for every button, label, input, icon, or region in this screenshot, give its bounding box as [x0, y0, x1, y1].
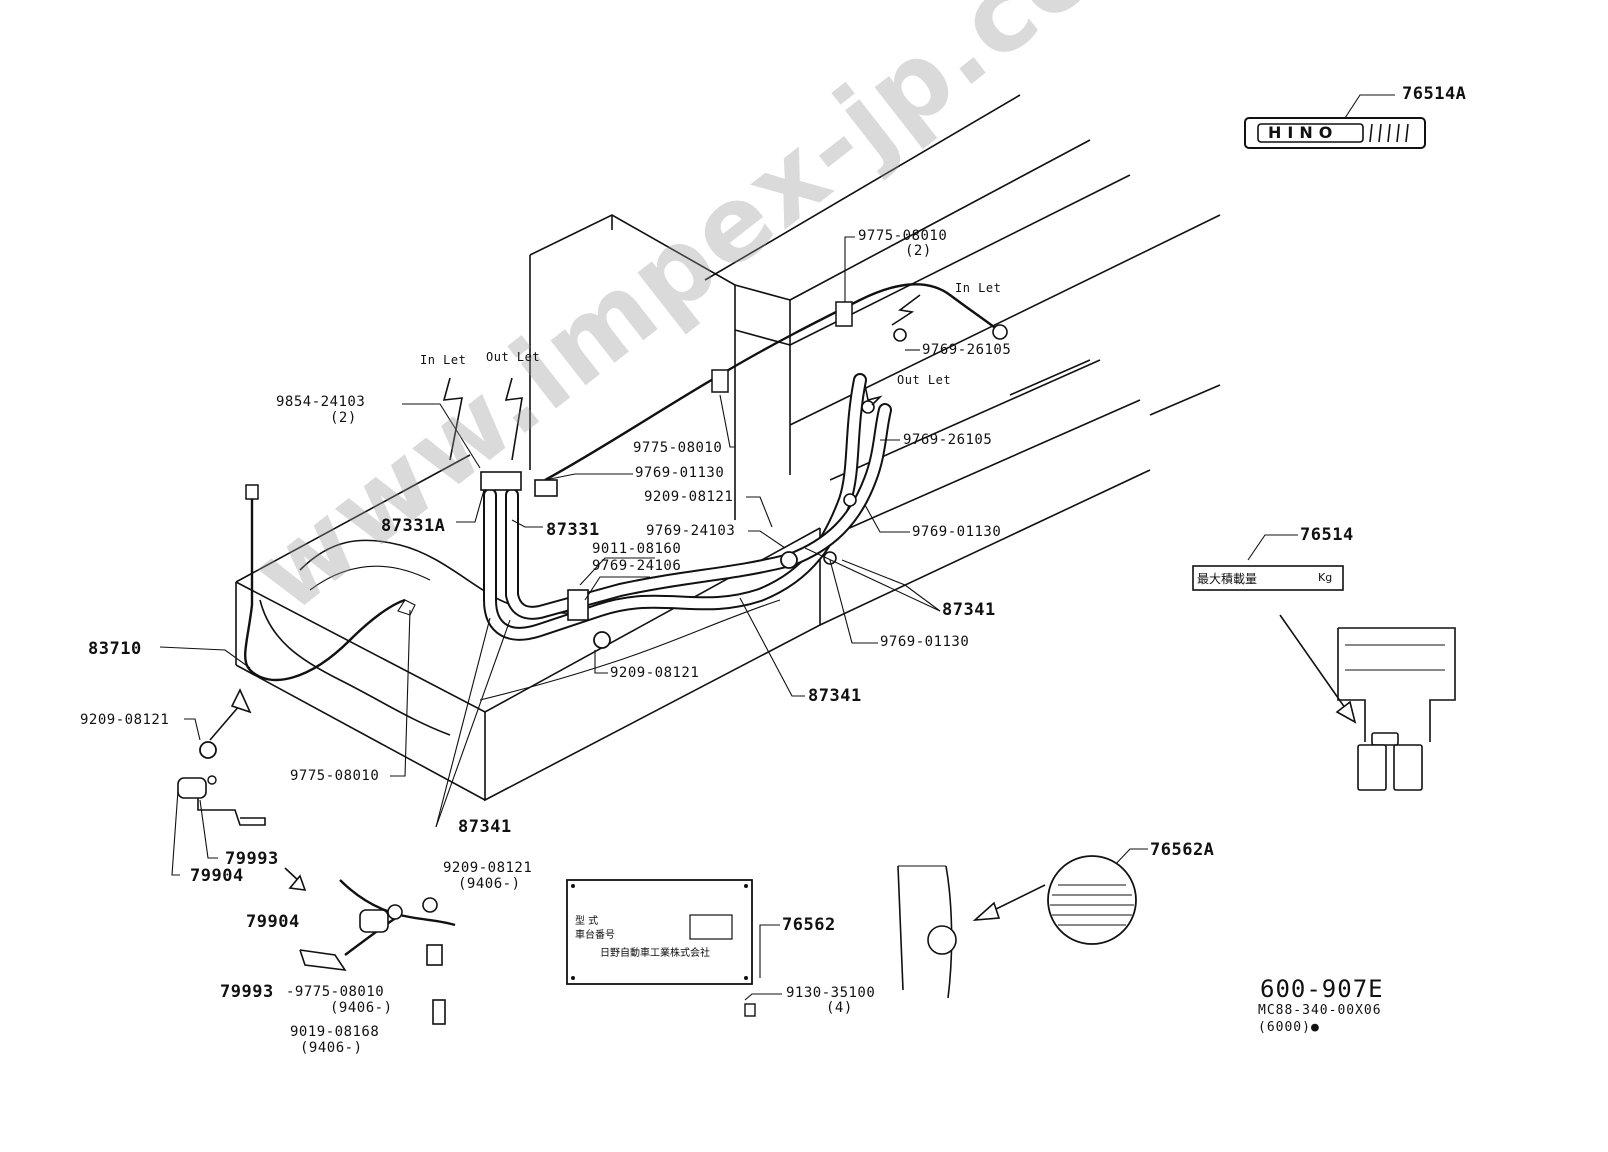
- callout-87331A: 87331A: [381, 516, 446, 536]
- drawing-number: 600-907E: [1260, 975, 1384, 1003]
- callout-9130-qty: (4): [826, 1000, 853, 1016]
- callout-9769-01130-mid: 9769-01130: [880, 634, 970, 650]
- label-76514-text: 最大積載量: [1197, 572, 1258, 586]
- callout-87331: 87331: [546, 520, 600, 540]
- callout-9769-24103: 9769-24103: [646, 523, 736, 539]
- callout-9209-08121-det: 9209-08121: [443, 860, 533, 876]
- callout-9011-08160: 9011-08160: [592, 541, 682, 557]
- callout-76562A: 76562A: [1150, 840, 1215, 860]
- callout-79993-b: 79993: [220, 982, 274, 1002]
- callout-9769-26105-b: 9769-26105: [903, 432, 993, 448]
- callout-87341-low: 87341: [458, 817, 512, 837]
- hino-badge-text: HINO: [1268, 123, 1339, 142]
- drawing-code-line-2: MC88-340-00X06: [1258, 1003, 1382, 1018]
- callout-9769-01130-right: 9769-01130: [912, 524, 1002, 540]
- plate-line-2: 車台番号: [575, 930, 615, 941]
- callout-out-let-left: Out Let: [486, 350, 541, 364]
- label-76514: [1192, 565, 1344, 591]
- emblem-76562A: [1047, 855, 1137, 945]
- callout-9854-24103: 9854-24103: [276, 394, 366, 410]
- callout-9130-35100: 9130-35100: [786, 985, 876, 1001]
- callout-9775-08010-top: 9775-08010: [858, 228, 948, 244]
- leader-lines: [159, 94, 1395, 1001]
- callout-9019-08168: 9019-08168: [290, 1024, 380, 1040]
- callout-79904-a: 79904: [190, 866, 244, 886]
- bracket-79904: [177, 741, 266, 826]
- callout-9406-a: (9406-): [458, 876, 521, 892]
- callout-9854-24103-qty: (2): [330, 410, 357, 426]
- callout-79993-a: 79993: [225, 849, 279, 869]
- callout-9406-b: (9406-): [330, 1000, 393, 1016]
- callout-87341-right: 87341: [942, 600, 996, 620]
- hoses-87341: [480, 328, 907, 649]
- callout-9209-08121-top: 9209-08121: [644, 489, 734, 505]
- callout-9775-08010-low: 9775-08010: [290, 768, 380, 784]
- callout-in-let-right: In Let: [955, 281, 1002, 295]
- callout-9769-24106: 9769-24106: [592, 558, 682, 574]
- callout-87341-mid: 87341: [808, 686, 862, 706]
- callout-9769-01130-left: 9769-01130: [635, 465, 725, 481]
- callout-9775-08010-top-qty: (2): [905, 243, 932, 259]
- callout-in-let-left: In Let: [420, 353, 467, 367]
- callout-9775-08010-mid: 9775-08010: [633, 440, 723, 456]
- callout-76514A: 76514A: [1402, 84, 1467, 104]
- callout-9406-c: (9406-): [300, 1040, 363, 1056]
- door-pillar: [897, 865, 957, 999]
- label-76514-unit: Kg: [1318, 571, 1333, 584]
- callout-83710: 83710: [88, 639, 142, 659]
- tank-tray: [235, 454, 821, 802]
- plate-line-1: 型 式: [575, 916, 599, 927]
- callout-9769-26105-a: 9769-26105: [922, 342, 1012, 358]
- callout-9209-08121-mid: 9209-08121: [610, 665, 700, 681]
- drawing-code-line-3: (6000)●: [1258, 1020, 1320, 1035]
- hino-badge: [1244, 117, 1426, 149]
- plate-line-3: 日野自動車工業株式会社: [600, 948, 710, 959]
- callout-out-let-right: Out Let: [897, 373, 952, 387]
- cable-83710: [243, 484, 416, 682]
- callout-9775-08010-det: -9775-08010: [286, 984, 385, 1000]
- upper-cable: [544, 283, 1008, 482]
- tank-box: [529, 214, 791, 520]
- plate-76562: [566, 879, 756, 1017]
- callout-76562: 76562: [782, 915, 836, 935]
- direction-arrows: [209, 614, 1357, 921]
- callout-76514: 76514: [1300, 525, 1354, 545]
- detail-bracket: [299, 879, 456, 1025]
- cab-seat-view: [1337, 627, 1456, 791]
- callout-79904-b: 79904: [246, 912, 300, 932]
- callout-9209-08121-left: 9209-08121: [80, 712, 170, 728]
